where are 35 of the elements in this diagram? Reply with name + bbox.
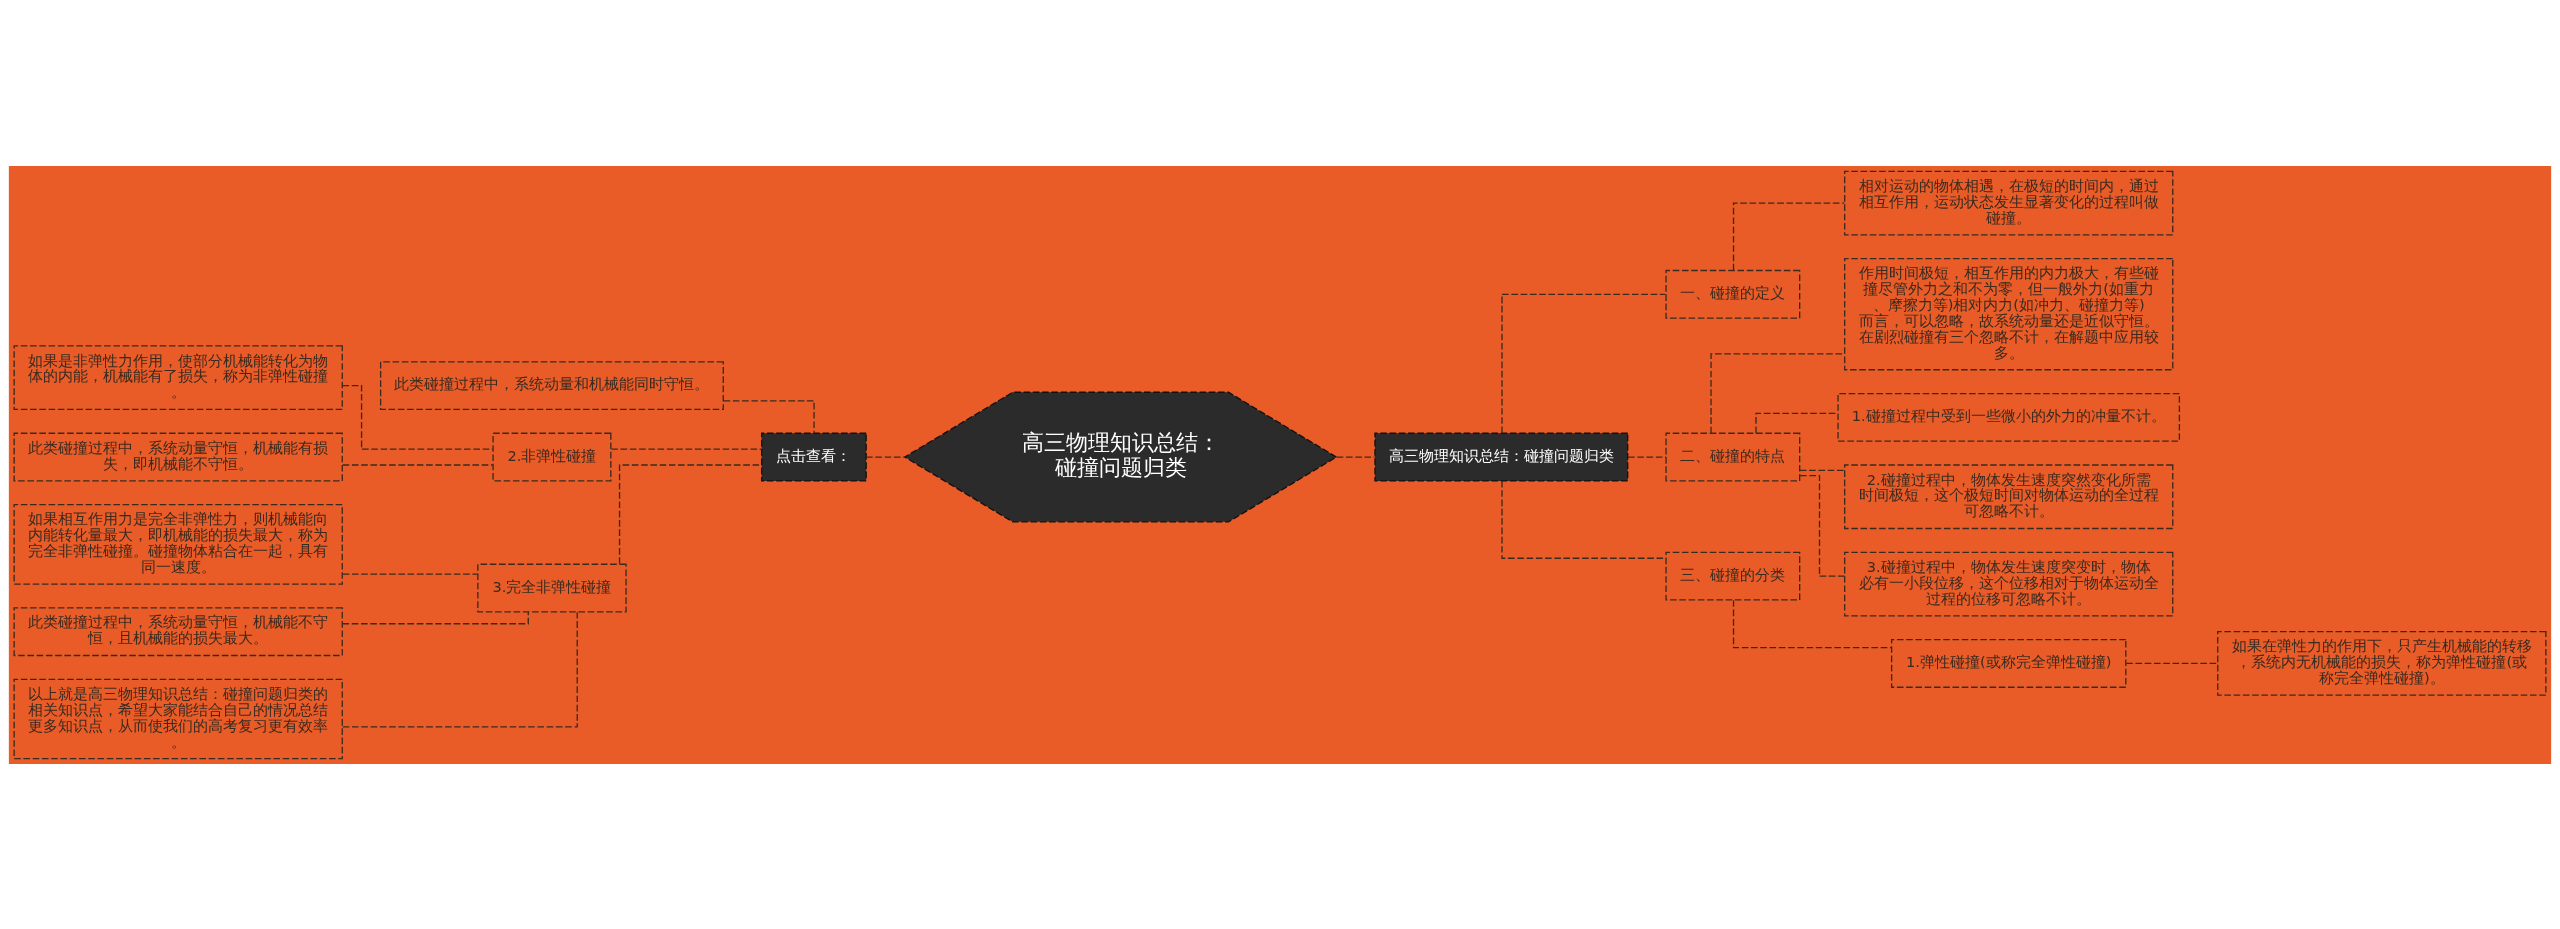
node-box: 如果在弹性力的作用下，只产生机械能的转移，系统内无机械能的损失，称为弹性碰撞(或称完全弹性碰撞)。 [2217, 630, 2547, 696]
connector [2125, 662, 2219, 664]
connector [1501, 293, 1667, 434]
connector [1732, 201, 1845, 271]
connector [341, 610, 529, 624]
node-box: 高三物理知识总结：碰撞问题归类 [1374, 432, 1629, 482]
connector [722, 399, 815, 434]
node-box: 作用时间极短，相互作用的内力极大，有些碰撞尽管外力之和不为零，但一般外力(如重力、摩擦力等)相对内力(如冲力、碰撞力等)而言，可以忽略，故系统动量还是近似守恒。在剧烈碰撞有三个忽略不计，在解题中应用较多。 [1844, 257, 2174, 370]
node-box: 1.碰撞过程中受到一些微小的外力的冲量不计。 [1837, 392, 2181, 442]
node-box: 以上就是高三物理知识总结：碰撞问题归类的相关知识点，希望大家能结合自己的情况总结更多知识点，从而使我们的高考复习更有效率。 [13, 678, 343, 759]
connector [1799, 469, 1845, 471]
connector [342, 463, 494, 466]
connector [342, 611, 578, 728]
node-box: 一、碰撞的定义 [1665, 269, 1801, 319]
connector [610, 447, 762, 450]
node-box: 二、碰撞的特点 [1665, 432, 1801, 482]
connector [618, 463, 762, 564]
node-box: 此类碰撞过程中，系统动量和机械能同时守恒。 [379, 360, 724, 410]
node-box: 2.碰撞过程中，物体发生速度突然变化所需时间极短，这个极短时间对物体运动的全过程可忽略不计。 [1844, 463, 2174, 529]
node-box: 1.弹性碰撞(或称完全弹性碰撞) [1890, 638, 2127, 688]
node-box: 此类碰撞过程中，系统动量守恒，机械能不守恒，且机械能的损失最大。 [13, 606, 343, 656]
node-box: 点击查看： [761, 432, 867, 482]
connector [1732, 599, 1893, 648]
node-box: 2.非弹性碰撞 [492, 432, 612, 482]
node-box: 3.碰撞过程中，物体发生速度突变时，物体必有一小段位移，这个位移相对于物体运动全过程的位移可忽略不计。 [1844, 551, 2174, 616]
connector [1627, 455, 1667, 458]
connector [865, 455, 906, 458]
node-box: 3.完全非弹性碰撞 [477, 563, 627, 612]
connector [342, 573, 479, 575]
node-box: 三、碰撞的分类 [1665, 551, 1801, 601]
node-box: 如果是非弹性力作用，使部分机械能转化为物体的内能，机械能有了损失，称为非弹性碰撞。 [13, 344, 343, 410]
node-box: 如果相互作用力是完全非弹性力，则机械能向内能转化量最大，即机械能的损失最大，称为完全非弹性碰撞。碰撞物体粘合在一起，具有同一速度。 [13, 503, 343, 585]
node-box: 相对运动的物体相遇，在极短的时间内，通过相互作用，运动状态发生显著变化的过程叫做碰撞。 [1844, 170, 2174, 235]
node-box: 此类碰撞过程中，系统动量守恒，机械能有损失，即机械能不守恒。 [13, 432, 343, 482]
connector [1335, 455, 1376, 458]
